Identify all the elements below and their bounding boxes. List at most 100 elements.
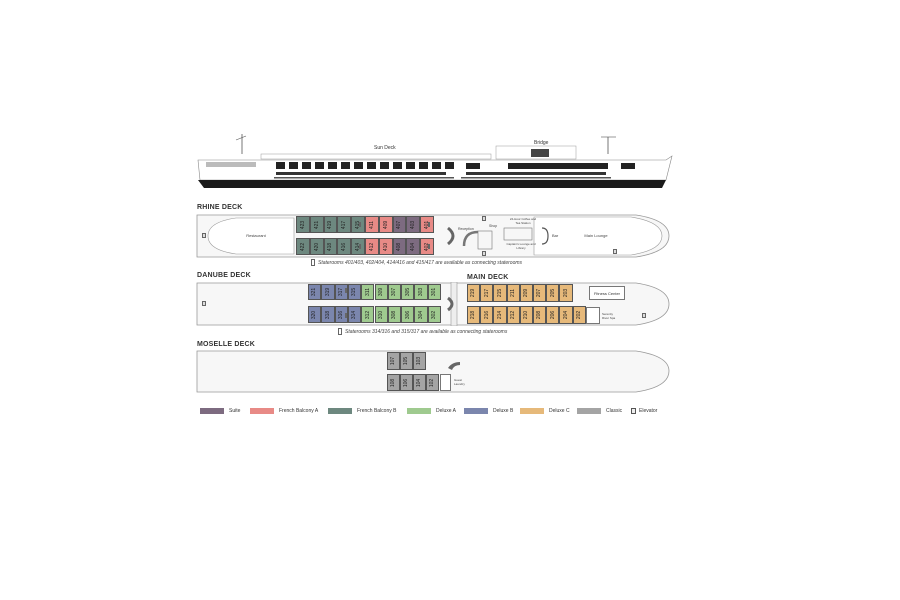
stateroom-410[interactable]: 410 — [378, 238, 393, 255]
stateroom-417[interactable]: 417 — [337, 216, 352, 233]
stateroom-423[interactable]: 423 — [296, 216, 310, 233]
stateroom-315[interactable]: 315 — [347, 284, 362, 300]
stateroom-414[interactable]: 414 — [351, 238, 365, 255]
fitness-center-label: Fitness Center — [593, 290, 620, 296]
spa-room — [586, 307, 600, 324]
stateroom-415[interactable]: 415 — [351, 216, 365, 233]
stateroom-306[interactable]: 306 — [401, 306, 415, 323]
stateroom-409[interactable]: 409 — [378, 216, 393, 233]
stateroom-411[interactable]: 411 — [365, 216, 379, 233]
stateroom-210[interactable]: 210 — [519, 306, 533, 324]
legend-label: Deluxe C — [549, 408, 570, 414]
stateroom-418[interactable]: 418 — [323, 238, 338, 255]
stateroom-number: 320 — [311, 310, 318, 319]
stateroom-412[interactable]: 412 — [365, 238, 379, 255]
danube-connecting-note: Staterooms 314/316 and 315/317 are avail… — [338, 328, 507, 335]
stateroom-302[interactable]: 302 — [427, 306, 441, 323]
main-lounge-label: Main Lounge — [584, 233, 608, 238]
stateroom-106[interactable]: 106 — [400, 374, 413, 391]
elevator-icon — [482, 251, 486, 256]
stateroom-number: 218 — [470, 310, 477, 320]
stateroom-number: 107 — [390, 356, 397, 366]
stateroom-number: 319 — [324, 287, 331, 297]
stateroom-318[interactable]: 318 — [321, 306, 335, 323]
stateroom-301[interactable]: 301 — [427, 284, 441, 300]
stateroom-305[interactable]: 305 — [401, 284, 415, 300]
stateroom-319[interactable]: 319 — [321, 284, 335, 300]
stateroom-212[interactable]: 212 — [506, 306, 520, 324]
stateroom-103[interactable]: 103 — [413, 352, 426, 370]
stateroom-218[interactable]: 218 — [467, 306, 481, 324]
stateroom-407[interactable]: 407 — [392, 216, 407, 233]
stateroom-314[interactable]: 314 — [347, 306, 362, 323]
stateroom-number: 307 — [391, 287, 398, 297]
stateroom-number: 410 — [382, 242, 389, 251]
connecting-door-icon — [338, 328, 342, 335]
stateroom-321[interactable]: 321 — [308, 284, 322, 300]
stateroom-402[interactable]: 402 — [420, 238, 434, 255]
stateroom-419[interactable]: 419 — [323, 216, 338, 233]
stateroom-422[interactable]: 422 — [296, 238, 310, 255]
coffee-station-label: 24-Hour Coffee and Tea Station — [509, 217, 537, 225]
stateroom-number: 305 — [404, 287, 411, 297]
stateroom-420[interactable]: 420 — [309, 238, 324, 255]
stateroom-number: 416 — [341, 242, 348, 251]
stateroom-316[interactable]: 316 — [334, 306, 348, 323]
stateroom-401[interactable]: 401 — [420, 216, 434, 233]
captains-lounge-label: Captain's Lounge and Library — [506, 242, 536, 250]
legend-elevator: Elevator — [631, 408, 657, 414]
stateroom-303[interactable]: 303 — [414, 284, 428, 300]
stateroom-217[interactable]: 217 — [480, 284, 494, 302]
stateroom-214[interactable]: 214 — [493, 306, 507, 324]
stateroom-202[interactable]: 202 — [572, 306, 586, 324]
stateroom-219[interactable]: 219 — [467, 284, 481, 302]
stateroom-416[interactable]: 416 — [337, 238, 352, 255]
stateroom-310[interactable]: 310 — [374, 306, 388, 323]
stateroom-311[interactable]: 311 — [361, 284, 375, 300]
stateroom-number: 314 — [351, 310, 358, 319]
stateroom-104[interactable]: 104 — [413, 374, 426, 391]
stateroom-204[interactable]: 204 — [559, 306, 573, 324]
reception-label: Reception — [458, 227, 474, 231]
stateroom-309[interactable]: 309 — [374, 284, 388, 300]
stateroom-number: 106 — [403, 378, 410, 387]
legend-label: Suite — [229, 408, 241, 414]
stateroom-403[interactable]: 403 — [406, 216, 421, 233]
connecting-door-icon — [428, 222, 430, 227]
stateroom-308[interactable]: 308 — [387, 306, 402, 323]
stateroom-312[interactable]: 312 — [361, 306, 375, 323]
stateroom-208[interactable]: 208 — [533, 306, 547, 324]
stateroom-number: 206 — [549, 310, 556, 320]
stateroom-number: 318 — [324, 310, 331, 319]
stateroom-317[interactable]: 317 — [334, 284, 348, 300]
stateroom-number: 306 — [404, 310, 411, 319]
stateroom-107[interactable]: 107 — [387, 352, 400, 370]
stateroom-number: 215 — [496, 288, 503, 298]
stateroom-211[interactable]: 211 — [506, 284, 520, 302]
stateroom-number: 303 — [418, 287, 425, 297]
stateroom-421[interactable]: 421 — [309, 216, 324, 233]
legend-label: French Balcony B — [357, 408, 397, 414]
stateroom-304[interactable]: 304 — [414, 306, 428, 323]
stateroom-408[interactable]: 408 — [392, 238, 407, 255]
elevator-icon — [482, 216, 486, 221]
danube-deck-title: DANUBE DECK — [197, 272, 251, 279]
stateroom-209[interactable]: 209 — [519, 284, 533, 302]
stateroom-number: 309 — [378, 287, 385, 297]
stateroom-207[interactable]: 207 — [533, 284, 547, 302]
stateroom-number: 219 — [470, 288, 477, 298]
stateroom-215[interactable]: 215 — [493, 284, 507, 302]
stateroom-206[interactable]: 206 — [546, 306, 560, 324]
stateroom-320[interactable]: 320 — [308, 306, 322, 323]
stateroom-205[interactable]: 205 — [546, 284, 560, 302]
stateroom-108[interactable]: 108 — [387, 374, 400, 391]
stateroom-404[interactable]: 404 — [406, 238, 421, 255]
stateroom-102[interactable]: 102 — [426, 374, 439, 391]
stateroom-203[interactable]: 203 — [559, 284, 573, 302]
stateroom-number: 420 — [313, 242, 320, 251]
stateroom-105[interactable]: 105 — [400, 352, 413, 370]
stateroom-216[interactable]: 216 — [480, 306, 494, 324]
shop-label: Shop — [489, 224, 498, 228]
stateroom-307[interactable]: 307 — [387, 284, 402, 300]
legend-label: Classic — [606, 408, 623, 414]
